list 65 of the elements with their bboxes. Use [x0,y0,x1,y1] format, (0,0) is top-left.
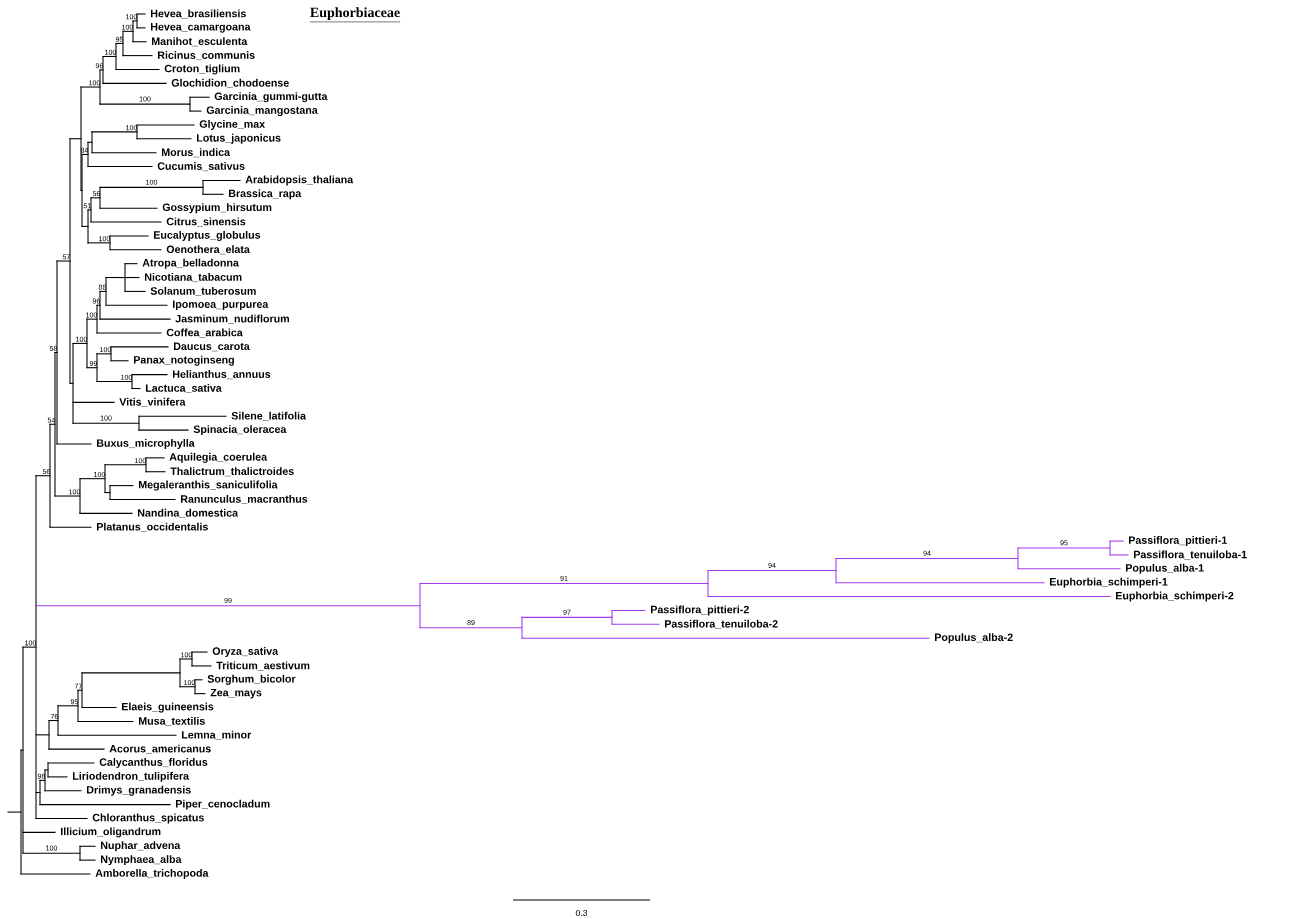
taxon-label: Calycanthus_floridus [99,758,208,768]
taxon-label: Vitis_vinifera [119,397,186,407]
taxon-label: Populus_alba-1 [1126,563,1204,574]
taxon-label: Solanum_tuberosum [150,286,256,296]
taxon-label: Passiflora_tenuiloba-2 [665,619,778,629]
taxon-label: Daucus_carota [174,342,250,352]
taxon-label: Nicotiana_tabacum [145,273,242,283]
taxon-label: Ricinus_communis [158,51,255,61]
taxon-label: Nuphar_advena [101,841,181,852]
taxon-label: Populus_alba-2 [935,633,1013,644]
taxon-label: Garcinia_mangostana [206,106,318,117]
taxon-label: Coffea_arabica [166,328,243,338]
taxon-label: Passiflora_tenuiloba-1 [1134,550,1247,560]
taxon-label: Helianthus_annuus [173,370,271,380]
taxon-label: Panax_notoginseng [134,355,234,366]
taxon-label: Glochidion_chodoense [171,78,289,88]
taxon-label: Lactuca_sativa [146,384,222,393]
taxon-label: Chloranthus_spicatus [92,813,204,824]
taxon-label: Silene_latifolia [231,411,307,421]
scale-label: 0.3 [575,909,588,917]
taxon-label: Glycine_max [199,120,265,130]
taxon-label: Oryza_sativa [212,647,279,658]
taxon-label: Triticum_aestivum [216,661,310,671]
taxon-label: Spinacia_oleracea [193,425,287,436]
taxon-label: Drimys_granadensis [87,785,191,796]
taxon-label: Ipomoea_purpurea [173,300,269,311]
taxon-label: Sorghum_bicolor [207,674,296,685]
taxon-label: Aquilegia_coerulea [169,452,268,463]
taxon-label: Amborella_trichopoda [95,869,209,879]
taxon-label: Hevea_camargoana [151,23,251,33]
taxon-label: Lotus_japonicus [197,133,281,144]
taxon-label: Croton_tiglium [164,64,240,75]
taxon-label: Jasminum_nudiflorum [175,314,289,324]
taxon-label: Eucalyptus_globulus [154,230,261,241]
taxon-label: Manihot_esculenta [152,37,248,47]
taxon-label: Megaleranthis_saniculifolia [139,480,278,491]
taxon-label: Atropa_belladonna [142,258,239,269]
taxon-label: Zea_mays [210,688,262,699]
taxon-label: Nandina_domestica [138,508,239,518]
taxon-label: Ranunculus_macranthus [181,494,308,504]
taxon-label: Hevea_brasiliensis [151,9,246,19]
taxon-label: Garcinia_gummi-gutta [214,92,328,103]
taxon-label: Thalictrum_thalictroides [170,467,294,477]
taxon-label: Liriodendron_tulipifera [73,771,190,782]
taxon-label: Brassica_rapa [229,189,302,200]
taxon-label: Euphorbia_schimperi-1 [1050,577,1168,588]
taxon-label: Illicium_oligandrum [61,827,161,838]
taxon-label: Gossypium_hirsutum [162,203,272,214]
taxon-label: Passiflora_pittieri-1 [1129,536,1227,547]
taxon-label: Nymphaea_alba [101,855,182,866]
taxon-label: Arabidopsis_thaliana [245,175,354,186]
title: Euphorbiaceae [309,7,401,23]
taxon-label: Piper_cenocladum [176,799,270,810]
taxon-label: Passiflora_pittieri-2 [651,605,749,616]
taxon-label: Morus_indica [162,148,231,158]
taxon-label: Oenothera_elata [166,245,250,255]
taxon-label: Musa_textilis [139,716,205,726]
taxon-label: Lemna_minor [182,730,252,740]
taxon-label: Acorus_americanus [109,744,211,754]
taxon-label: Euphorbia_schimperi-2 [1116,591,1234,602]
taxon-label: Elaeis_guineensis [122,702,214,713]
taxon-label: Citrus_sinensis [166,217,246,227]
taxon-label: Buxus_microphylla [97,439,195,449]
taxon-label: Cucumis_sativus [157,162,245,172]
taxon-label: Platanus_occidentalis [97,522,208,532]
